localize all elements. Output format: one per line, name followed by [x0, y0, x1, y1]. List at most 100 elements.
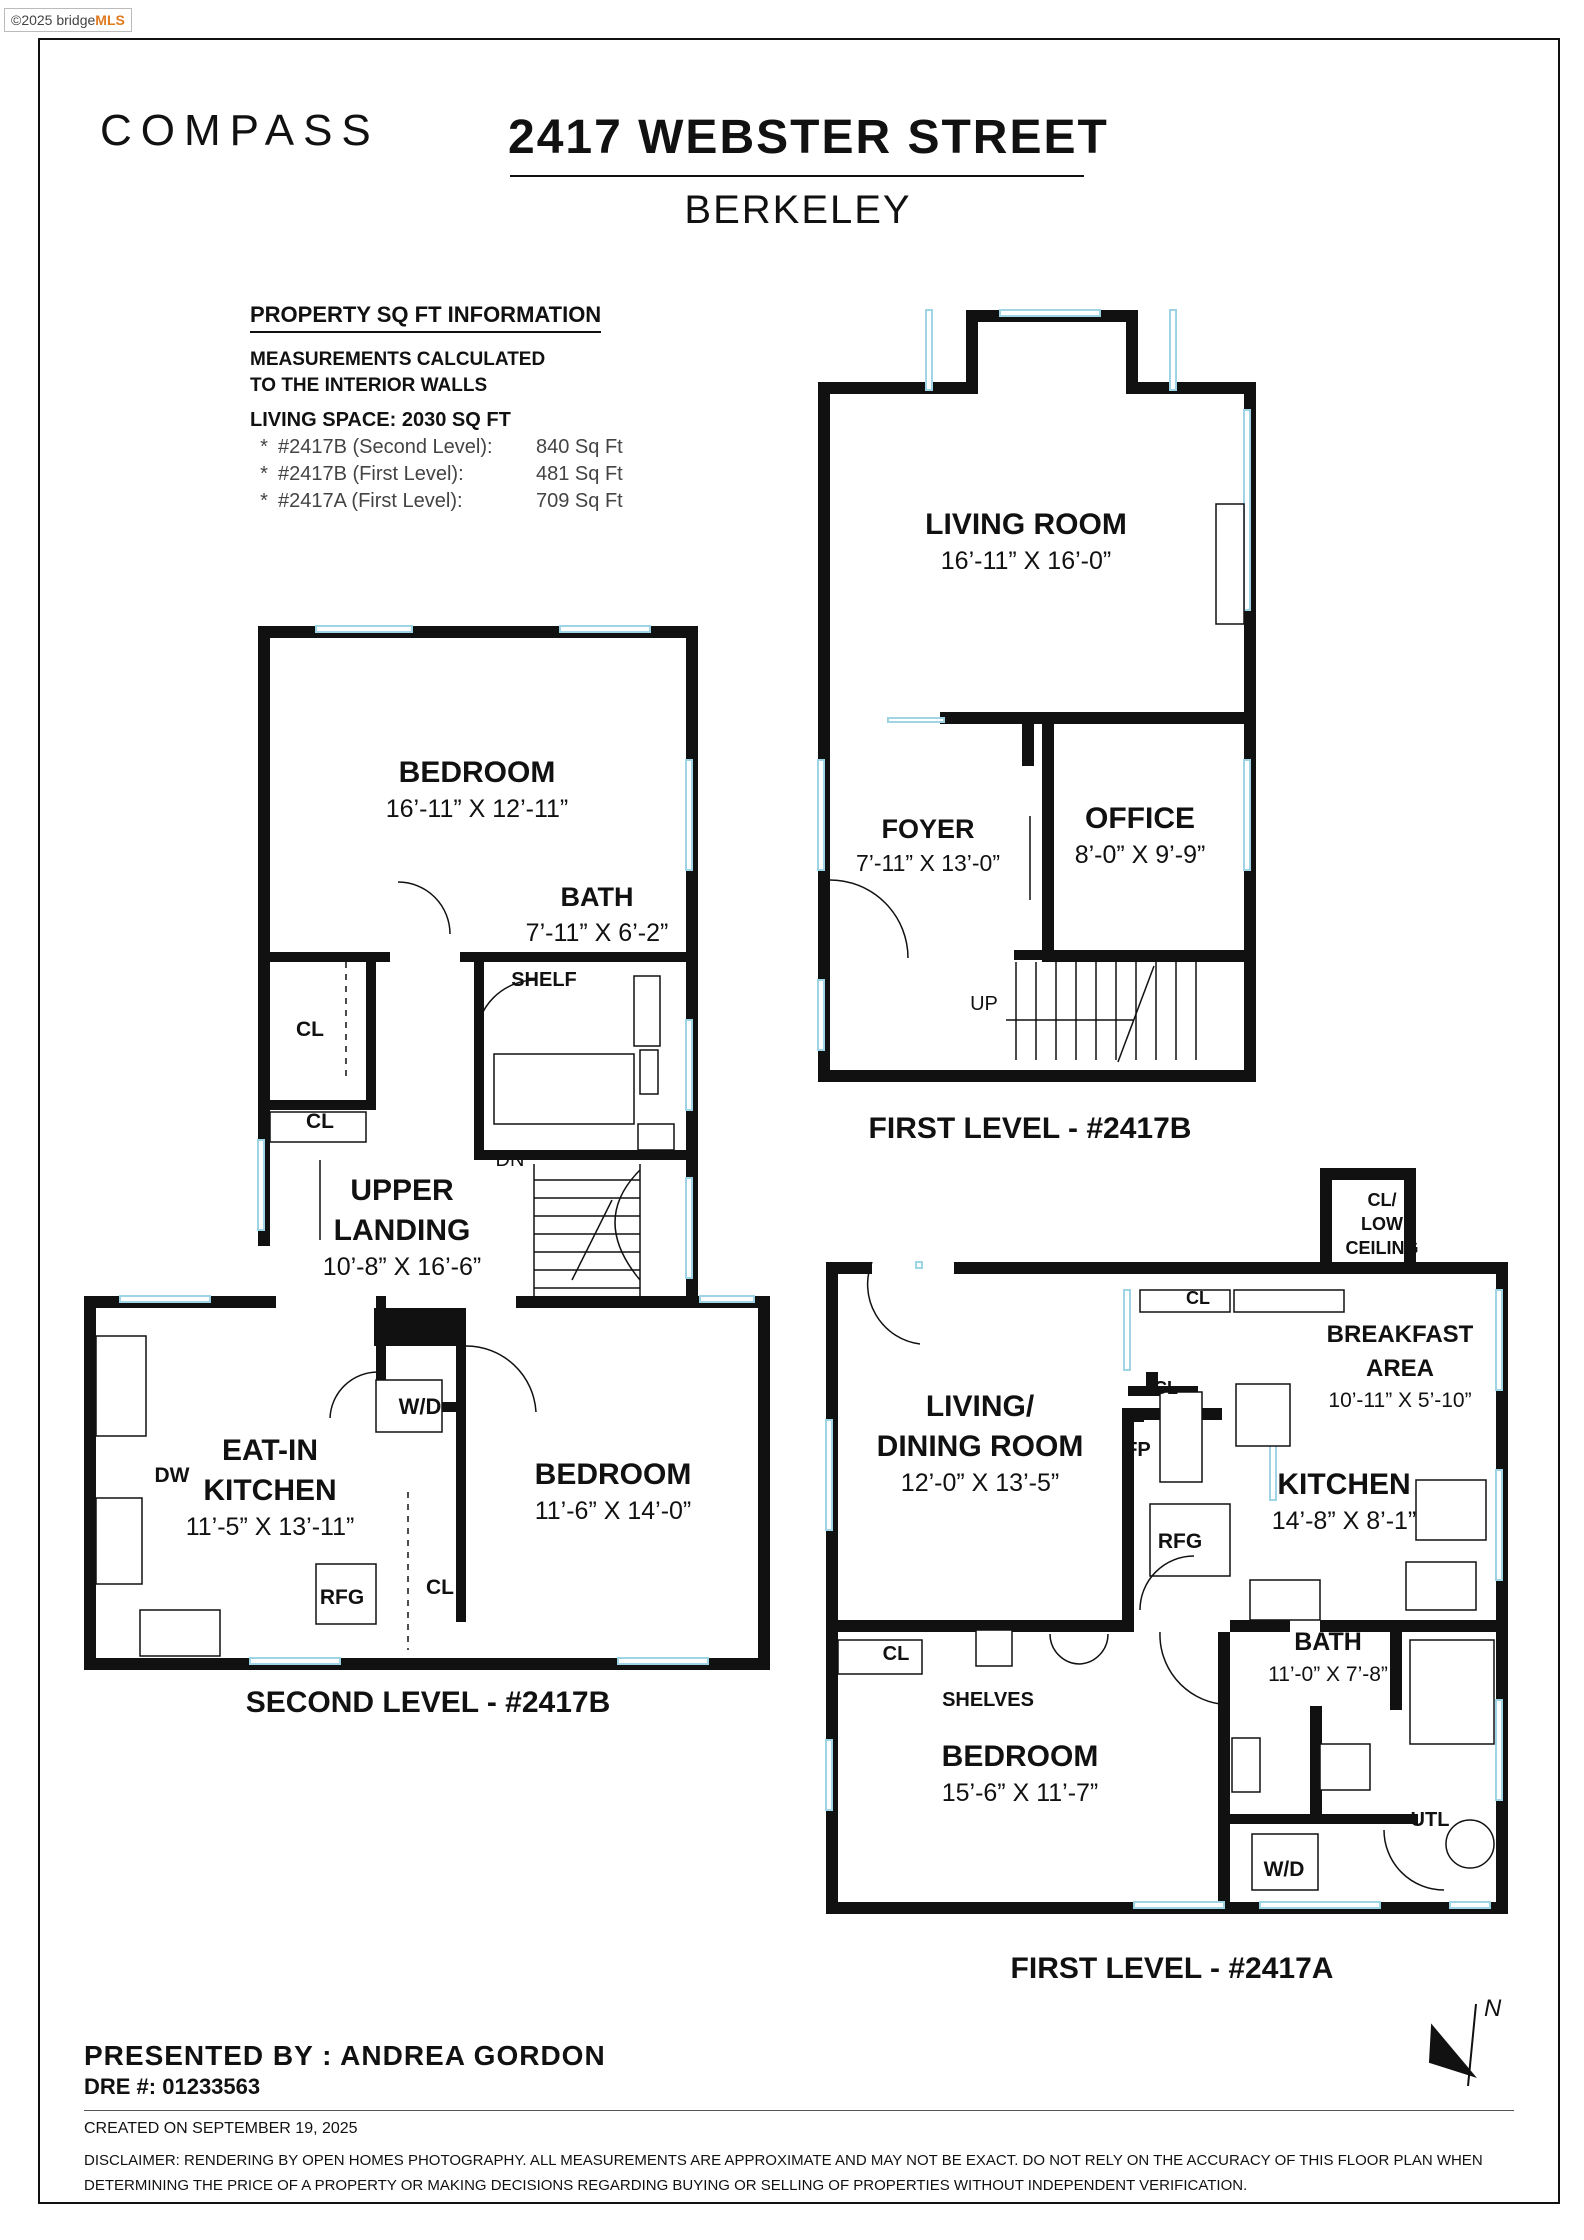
stair-arrow [571, 1199, 613, 1281]
level-title: FIRST LEVEL - #2417A [1011, 1952, 1334, 1985]
room-dimensions: 11’-6” X 14’-0” [535, 1497, 692, 1525]
window [1133, 1901, 1225, 1909]
room-name: W/D [1264, 1858, 1305, 1881]
wall [270, 1100, 376, 1110]
north-arrow-shaft [1467, 2003, 1477, 2087]
sqft-level-name: #2417A (First Level): [278, 490, 463, 512]
door-swing [1049, 1633, 1081, 1665]
window [1495, 1289, 1503, 1391]
sqft-level-area: 709 Sq Ft [536, 490, 623, 512]
room-name: BEDROOM [942, 1740, 1099, 1773]
window [887, 717, 945, 723]
window [1449, 1901, 1491, 1909]
wall [818, 1070, 1256, 1082]
room-name: UTL [1411, 1809, 1450, 1831]
wall [1014, 950, 1056, 960]
room-name: LIVING ROOM [925, 508, 1127, 541]
room-name: KITCHEN [1277, 1468, 1410, 1501]
window [817, 759, 825, 871]
room-name-line: FOYER [881, 814, 974, 844]
wall [1230, 1620, 1290, 1632]
window [1269, 1439, 1277, 1501]
mls-watermark: ©2025 bridgeMLS [4, 8, 132, 32]
window [1243, 759, 1251, 871]
window [1259, 1901, 1381, 1909]
door-swing [329, 1371, 379, 1419]
window [257, 1139, 265, 1231]
disclaimer: DISCLAIMER: RENDERING BY OPEN HOMES PHOT… [84, 2152, 1483, 2194]
room-name: FOYER [881, 814, 974, 844]
window [1123, 1289, 1131, 1371]
room-name-line: BEDROOM [535, 1458, 692, 1491]
sqft-level-name: #2417B (Second Level): [278, 436, 493, 458]
window [315, 625, 413, 633]
kitchen-counter [1405, 1561, 1477, 1611]
toilet-tank [633, 975, 661, 1047]
room-name: BEDROOM [399, 756, 556, 789]
door-swing [1383, 1829, 1445, 1891]
room-name: CL [296, 1018, 324, 1041]
room-name-line: W/D [1264, 1858, 1305, 1881]
created-date: CREATED ON SEPTEMBER 19, 2025 [84, 2120, 358, 2137]
wall [366, 962, 376, 1108]
sqft-level-area: 481 Sq Ft [536, 463, 623, 485]
window [699, 1295, 755, 1303]
window [817, 979, 825, 1051]
room-name: SHELF [511, 969, 577, 991]
wall [826, 1262, 838, 1914]
sqft-level-name: #2417B (First Level): [278, 463, 464, 485]
room-name: DW [155, 1464, 190, 1487]
room-name-line: LANDING [334, 1214, 471, 1247]
footer-divider [84, 2110, 1514, 2111]
room-name-line: CL [306, 1110, 334, 1133]
compass-logo: COMPASS [100, 106, 380, 155]
wall [1126, 382, 1256, 394]
sqft-level-row: * #2417B (First Level): 481 Sq Ft [250, 463, 623, 486]
sqft-level-row: * #2417A (First Level): 709 Sq Ft [250, 490, 623, 513]
room-name-line: EAT-IN [222, 1434, 318, 1467]
room-name: CL [426, 1576, 454, 1599]
room-name-line: KITCHEN [1277, 1468, 1410, 1501]
shelves [975, 1629, 1013, 1667]
kitchen-sink [1415, 1479, 1487, 1541]
window [825, 1419, 833, 1531]
presenter-name: PRESENTED BY : ANDREA GORDON [84, 2040, 606, 2071]
north-label: N [1484, 1995, 1502, 2022]
window [1169, 309, 1177, 391]
room-name: FP [1125, 1439, 1151, 1461]
property-city: BERKELEY [684, 188, 912, 232]
window [685, 1019, 693, 1111]
wall [818, 382, 978, 394]
wall [826, 1262, 872, 1274]
room-name: CL [883, 1643, 910, 1665]
wall [818, 382, 830, 1082]
room-name-line: CL/ [1368, 1190, 1397, 1210]
kitchen-sink [95, 1497, 143, 1585]
room-name-line: LIVING/ [926, 1390, 1035, 1423]
watermark-prefix: ©2025 bridge [11, 12, 96, 28]
wall [1122, 1408, 1134, 1622]
room-name: LIVING/DINING ROOM [877, 1390, 1084, 1463]
room-name-line: LIVING ROOM [925, 508, 1127, 541]
room-name-line: DINING ROOM [877, 1430, 1084, 1463]
fireplace [1159, 1391, 1203, 1483]
room-dimensions: 10’-8” X 16’-6” [323, 1253, 481, 1281]
window [1243, 409, 1251, 611]
sqft-info-block: PROPERTY SQ FT INFORMATION MEASUREMENTS … [250, 302, 623, 513]
door-swing [475, 979, 537, 1041]
room-name-line: CL [296, 1018, 324, 1041]
room-name-line: DW [155, 1464, 190, 1487]
kitchen-counter [139, 1609, 221, 1657]
room-name-line: W/D [399, 1394, 442, 1419]
room-name-line: BATH [1294, 1628, 1362, 1656]
room-name-line: CL [883, 1643, 910, 1665]
wall [1218, 1814, 1418, 1824]
cabinet [1233, 1289, 1345, 1313]
washer-dryer [1251, 1833, 1319, 1891]
water-heater [1445, 1819, 1495, 1869]
wall [460, 952, 698, 962]
